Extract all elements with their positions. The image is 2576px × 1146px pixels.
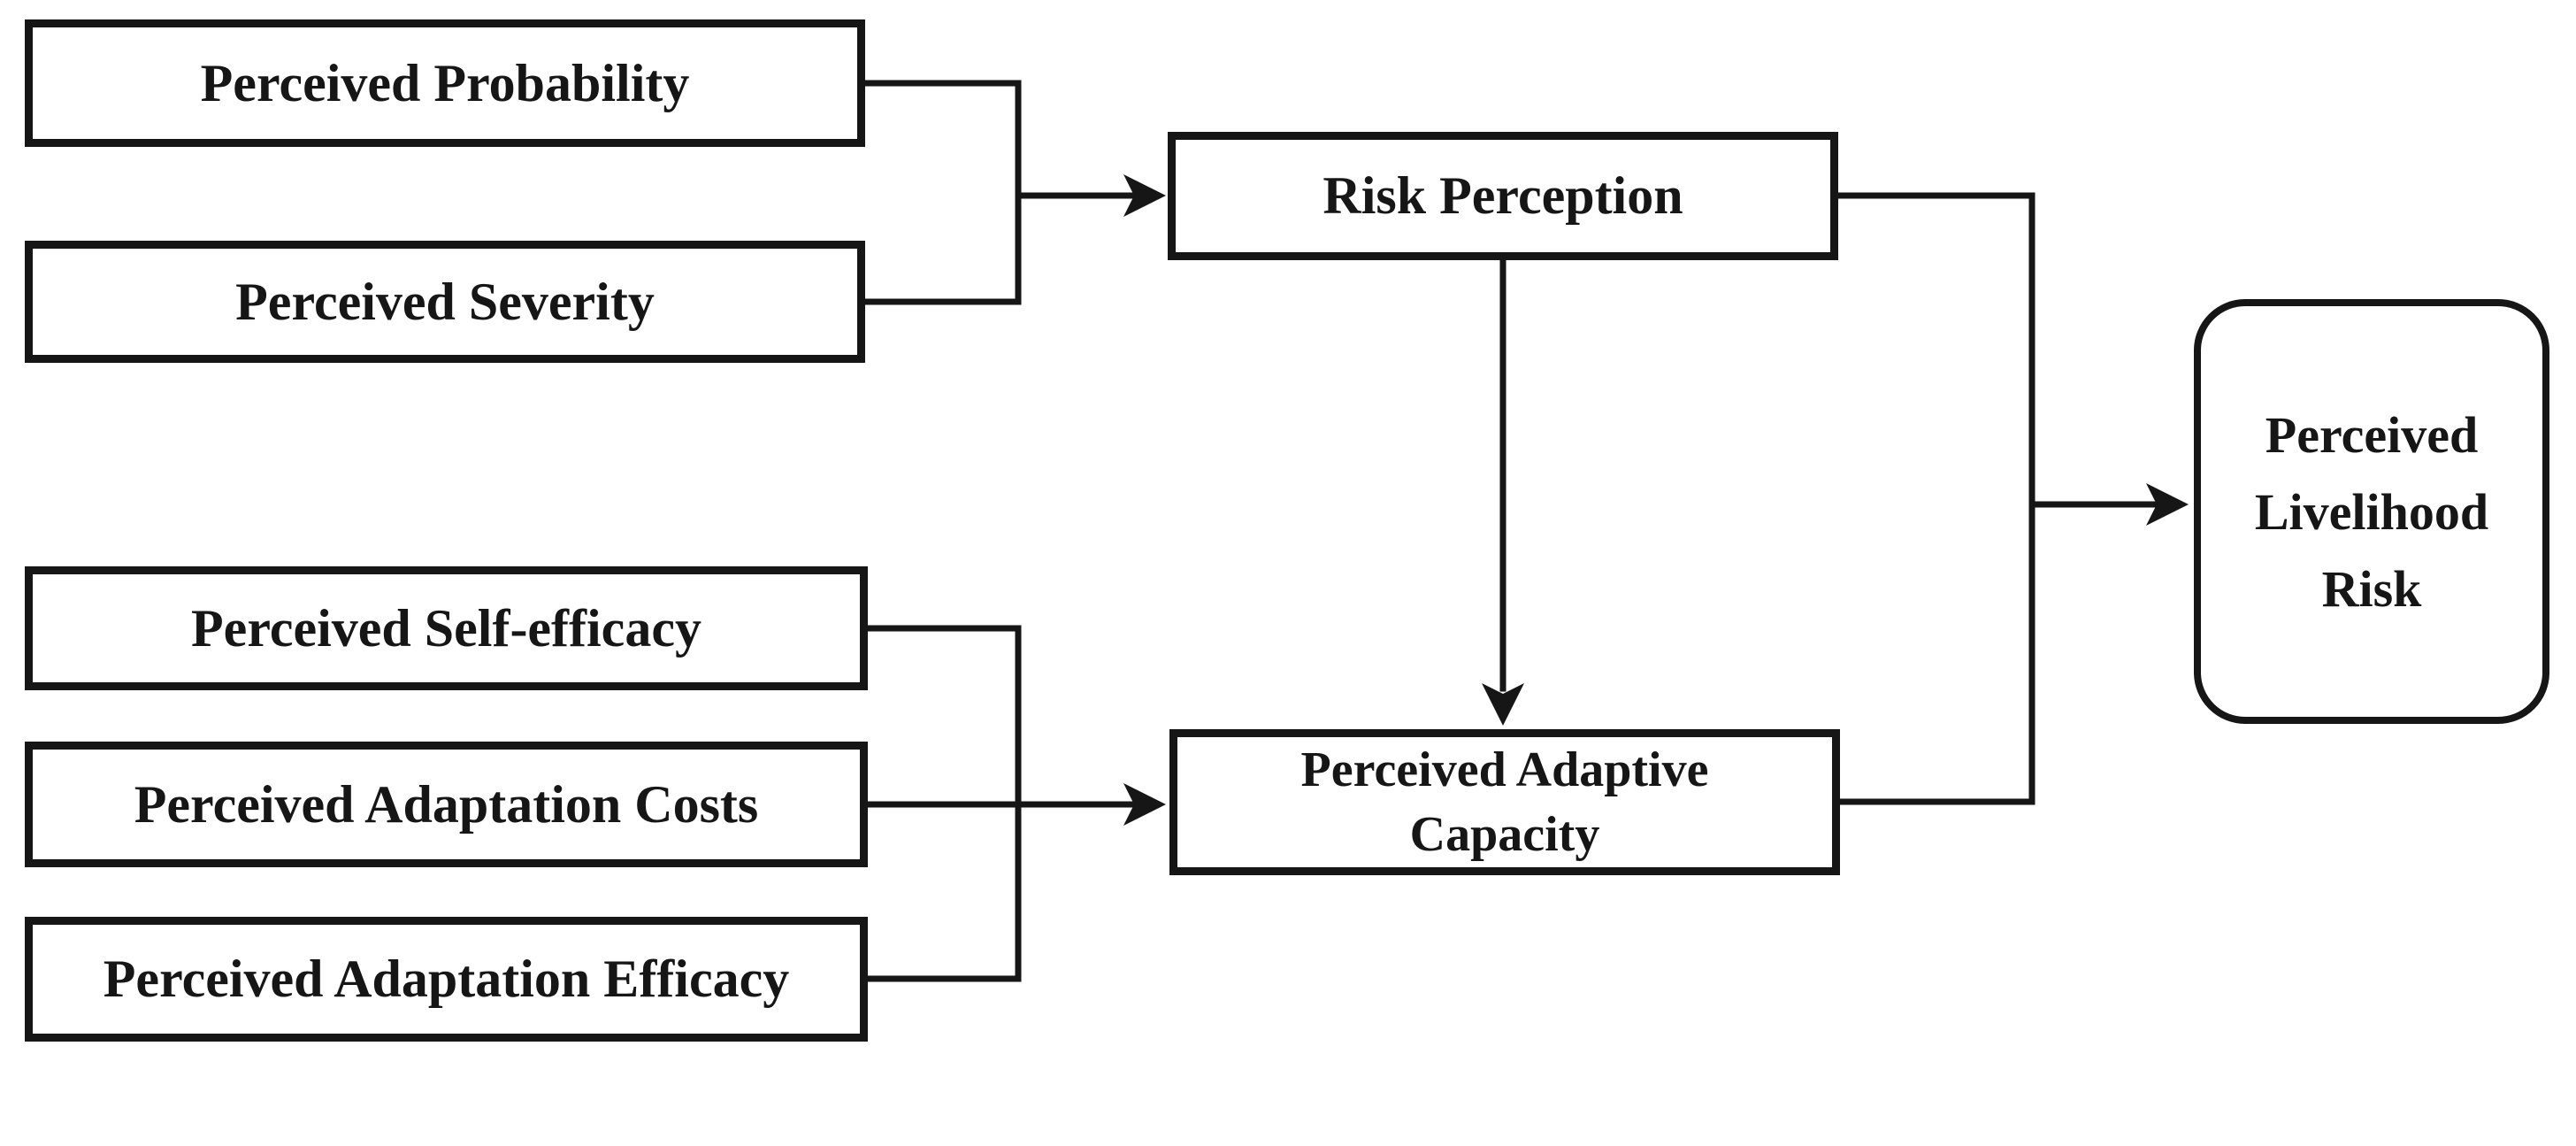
node-perceived-adaptation-efficacy-label: Perceived Adaptation Efficacy (103, 950, 790, 1008)
arrowhead-into-capacity-top (1482, 683, 1524, 726)
node-perceived-adaptive-capacity: Perceived Adaptive Capacity (1169, 729, 1840, 875)
node-perceived-severity-label: Perceived Severity (235, 272, 655, 331)
edge-risk-capacity-right-trunk (1835, 192, 2036, 805)
node-perceived-probability: Perceived Probability (25, 19, 865, 147)
arrowhead-into-capacity-left (1123, 783, 1166, 826)
edge-probability-severity-trunk (862, 80, 1022, 305)
node-perceived-adaptation-costs: Perceived Adaptation Costs (25, 742, 868, 867)
node-perceived-adaptation-costs-label: Perceived Adaptation Costs (134, 774, 759, 834)
node-perceived-probability-label: Perceived Probability (200, 53, 690, 112)
node-risk-perception: Risk Perception (1168, 132, 1838, 260)
node-perceived-severity: Perceived Severity (25, 241, 865, 363)
arrowhead-into-livelihood-risk (2146, 483, 2189, 526)
node-perceived-livelihood-risk: Perceived Livelihood Risk (2194, 299, 2549, 724)
node-risk-perception-label: Risk Perception (1322, 166, 1683, 225)
node-perceived-self-efficacy: Perceived Self-efficacy (25, 566, 868, 690)
node-perceived-adaptation-efficacy: Perceived Adaptation Efficacy (25, 917, 868, 1042)
node-perceived-livelihood-risk-label: Perceived Livelihood Risk (2254, 405, 2489, 618)
node-perceived-self-efficacy-label: Perceived Self-efficacy (191, 598, 702, 658)
arrowhead-into-risk-perception (1123, 174, 1166, 217)
node-perceived-adaptive-capacity-label: Perceived Adaptive Capacity (1300, 742, 1709, 862)
